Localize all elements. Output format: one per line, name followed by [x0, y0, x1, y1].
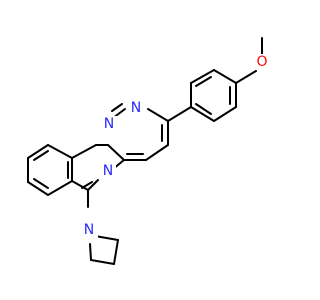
bond: [190, 69, 215, 84]
bond: [235, 70, 257, 84]
label-bg: [127, 100, 145, 116]
bond: [190, 106, 215, 122]
bond: [94, 235, 119, 241]
bond: [87, 179, 99, 191]
bond: [90, 259, 115, 265]
label-bg: [101, 116, 117, 132]
bond: [213, 106, 237, 122]
bond: [213, 69, 237, 84]
nitrogen-atom-label: N: [131, 100, 141, 116]
bond: [47, 144, 73, 159]
bond: [81, 181, 93, 189]
bond: [71, 180, 89, 191]
bond: [71, 144, 97, 159]
bond: [107, 144, 125, 161]
structure-canvas: O N N N N: [27, 37, 271, 265]
bond: [111, 103, 123, 112]
bonds: [27, 37, 263, 265]
bond: [145, 144, 169, 161]
molecule-diagram: O N N N N: [27, 37, 271, 265]
bond: [147, 108, 169, 122]
nitrogen-atom-label: N: [103, 163, 113, 179]
bond: [33, 178, 49, 189]
nitrogen-atom-label: N: [84, 222, 94, 238]
bond: [47, 180, 73, 196]
label-bg: [80, 222, 98, 238]
oxygen-atom-label: O: [256, 54, 267, 70]
bond: [27, 144, 49, 159]
bond: [167, 106, 192, 122]
bond: [33, 150, 49, 161]
label-bg: [100, 163, 116, 179]
bond: [195, 76, 212, 87]
bond: [195, 103, 212, 115]
bond: [113, 239, 119, 265]
bond: [27, 181, 49, 196]
nitrogen-atom-label: N: [104, 116, 114, 132]
label-bg: [253, 54, 271, 70]
bond: [89, 243, 92, 261]
atom-labels: O N N N N: [80, 54, 271, 238]
